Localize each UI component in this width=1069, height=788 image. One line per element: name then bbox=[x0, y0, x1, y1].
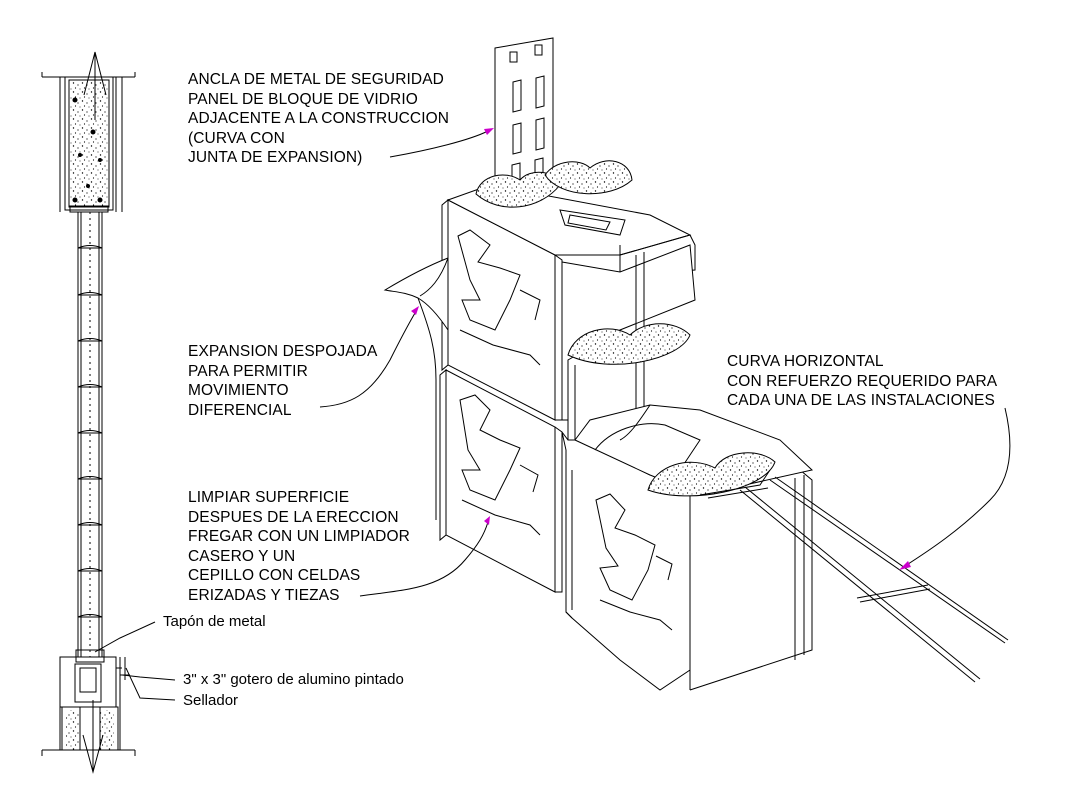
sealant-label: Sellador bbox=[183, 692, 239, 709]
expansion-label-line-1: EXPANSION DESPOJADA bbox=[188, 343, 378, 360]
arrowhead-clean bbox=[484, 516, 490, 525]
sill-block bbox=[42, 650, 135, 756]
anchor-label-line-3: ADJACENTE A LA CONSTRUCCION bbox=[188, 110, 450, 128]
expansion-label-line-3: MOVIMIENTO bbox=[188, 382, 289, 400]
clean-label-line-3: FREGAR CON UN LIMPIADOR bbox=[188, 528, 410, 546]
reinforcement-label-line-3: CADA UNA DE LAS INSTALACIONES bbox=[727, 392, 995, 410]
arrowhead-expansion bbox=[411, 306, 419, 315]
anchor-label-line-5: JUNTA DE EXPANSION) bbox=[188, 149, 363, 167]
drip-label: 3" x 3" gotero de alumino pintado bbox=[183, 671, 404, 688]
glass-block-isometric bbox=[385, 38, 1008, 690]
mortar-bead-middle bbox=[568, 324, 690, 365]
glass-block-stack bbox=[78, 212, 102, 657]
leader-cap bbox=[95, 622, 155, 652]
anchor-label: ANCLA DE METAL DE SEGURIDAD PANEL DE BLO… bbox=[188, 70, 449, 168]
clean-label: LIMPIAR SUPERFICIE DESPUES DE LA ERECCIO… bbox=[188, 488, 410, 606]
expansion-label-line-2: PARA PERMITIR bbox=[188, 362, 308, 380]
leader-clean bbox=[360, 522, 488, 596]
reinforcement-label: CURVA HORIZONTAL CON REFUERZO REQUERIDO … bbox=[727, 352, 997, 411]
metal-anchor bbox=[495, 38, 553, 200]
reinforcement-wires bbox=[740, 477, 1008, 682]
leader-expansion bbox=[320, 313, 415, 407]
cap-label: Tapón de metal bbox=[163, 613, 266, 630]
leader-anchor bbox=[390, 131, 488, 157]
leader-drip bbox=[122, 675, 175, 680]
header-block bbox=[42, 72, 135, 212]
glass-block-lower-left bbox=[440, 370, 562, 592]
glass-block-lower-right bbox=[562, 432, 812, 690]
leader-arrowheads bbox=[411, 128, 911, 570]
arrowhead-reinforcement bbox=[899, 561, 911, 570]
clean-label-line-5: CEPILLO CON CELDAS bbox=[188, 567, 361, 585]
glass-block-upper-left bbox=[442, 200, 562, 420]
arrowhead-anchor bbox=[484, 128, 494, 135]
clean-label-line-2: DESPUES DE LA ERECCION bbox=[188, 508, 399, 526]
anchor-label-line-4: (CURVA CON bbox=[188, 129, 285, 147]
leader-lines bbox=[320, 131, 1010, 596]
vertical-section bbox=[42, 52, 175, 772]
anchor-label-line-2: PANEL DE BLOQUE DE VIDRIO bbox=[188, 90, 418, 108]
expansion-label: EXPANSION DESPOJADA PARA PERMITIR MOVIMI… bbox=[188, 342, 377, 420]
expansion-label-line-4: DIFERENCIAL bbox=[188, 401, 292, 419]
leader-reinforcement bbox=[905, 408, 1010, 566]
reinforcement-label-line-2: CON REFUERZO REQUERIDO PARA bbox=[727, 372, 998, 390]
anchor-label-line-1: ANCLA DE METAL DE SEGURIDAD bbox=[188, 71, 444, 88]
reinforcement-label-line-1: CURVA HORIZONTAL bbox=[727, 353, 884, 370]
clean-label-line-4: CASERO Y UN bbox=[188, 547, 296, 565]
expansion-strip bbox=[385, 258, 448, 330]
clean-label-line-1: LIMPIAR SUPERFICIE bbox=[188, 489, 350, 506]
mortar-bead-lower bbox=[648, 453, 775, 496]
clean-label-line-6: ERIZADAS Y TIEZAS bbox=[188, 586, 340, 604]
leader-sealant bbox=[126, 668, 175, 700]
